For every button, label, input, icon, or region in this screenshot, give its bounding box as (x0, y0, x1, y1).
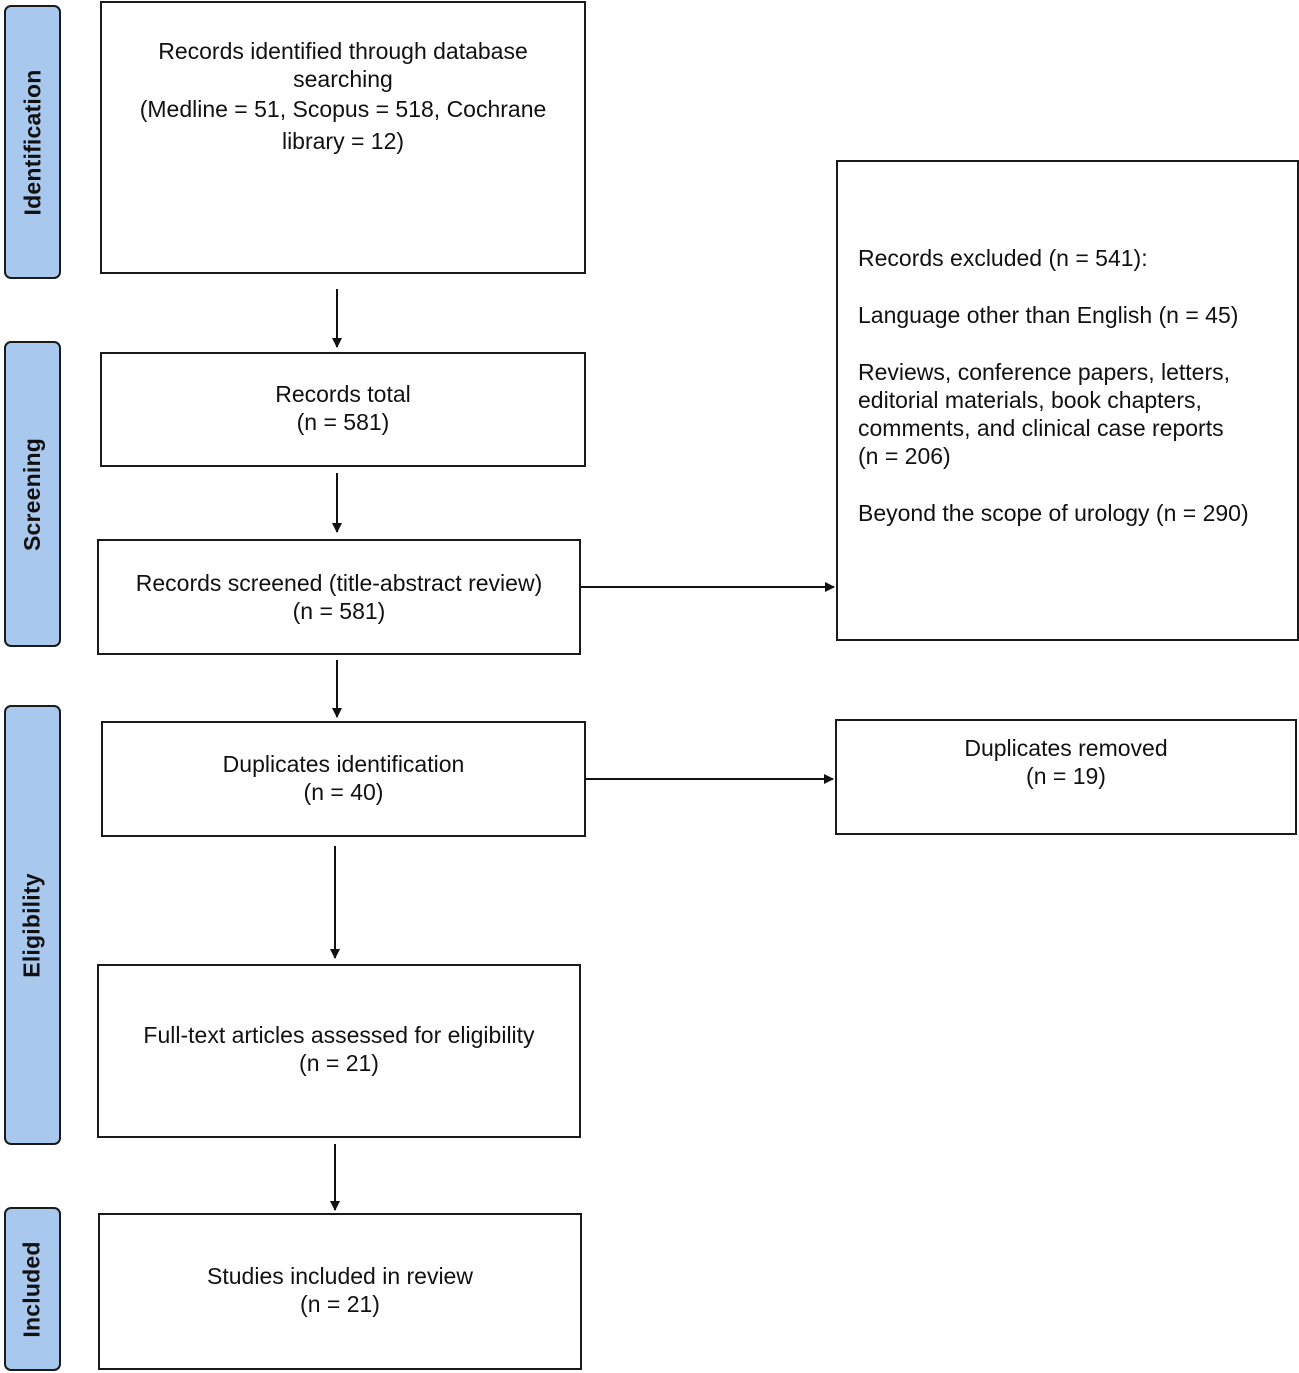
records-identified-line-3: (Medline = 51, Scopus = 518, Cochrane (139, 95, 547, 122)
full-text-assessed-box: Full-text articles assessed for eligibil… (97, 964, 581, 1138)
excluded-reviews-line-4: (n = 206) (858, 443, 951, 469)
duplicates-removed-box: Duplicates removed (n = 19) (835, 719, 1297, 835)
stage-eligibility: Eligibility (4, 705, 61, 1145)
records-excluded-box: Records excluded (n = 541): Language oth… (836, 160, 1299, 641)
records-identified-line-2: searching (293, 65, 393, 92)
studies-included-count: (n = 21) (300, 1290, 380, 1317)
excluded-reviews-line-3: comments, and clinical case reports (858, 415, 1224, 441)
records-identified-box: Records identified through database sear… (100, 1, 586, 274)
records-screened-title: Records screened (title-abstract review) (135, 570, 543, 596)
studies-included-box: Studies included in review (n = 21) (98, 1213, 582, 1370)
duplicates-removed-title: Duplicates removed (964, 735, 1168, 761)
excluded-reason-language: Language other than English (n = 45) (858, 302, 1239, 328)
excluded-reason-reviews: Reviews, conference papers, letters, edi… (858, 358, 1279, 470)
stage-identification: Identification (4, 5, 61, 279)
full-text-assessed-count: (n = 21) (299, 1050, 379, 1076)
records-total-box: Records total (n = 581) (100, 352, 586, 467)
records-identified-line-1: Records identified through database (158, 37, 528, 64)
excluded-reason-scope: Beyond the scope of urology (n = 290) (858, 500, 1249, 526)
studies-included-title: Studies included in review (207, 1262, 473, 1289)
stage-screening: Screening (4, 341, 61, 647)
records-identified-line-4: library = 12) (281, 127, 405, 154)
records-total-count: (n = 581) (296, 408, 390, 435)
records-screened-count: (n = 581) (292, 598, 386, 624)
duplicates-identification-box: Duplicates identification (n = 40) (101, 721, 586, 837)
duplicates-removed-count: (n = 19) (1026, 763, 1106, 789)
duplicates-identification-title: Duplicates identification (222, 751, 465, 777)
duplicates-identification-count: (n = 40) (303, 779, 384, 805)
records-excluded-header: Records excluded (n = 541): (858, 245, 1148, 271)
excluded-reviews-line-2: editorial materials, book chapters, (858, 387, 1202, 413)
records-total-title: Records total (275, 380, 411, 407)
stage-included: Included (4, 1207, 61, 1371)
full-text-assessed-title: Full-text articles assessed for eligibil… (143, 1022, 535, 1048)
records-screened-box: Records screened (title-abstract review)… (97, 539, 581, 655)
excluded-reviews-line-1: Reviews, conference papers, letters, (858, 359, 1231, 385)
